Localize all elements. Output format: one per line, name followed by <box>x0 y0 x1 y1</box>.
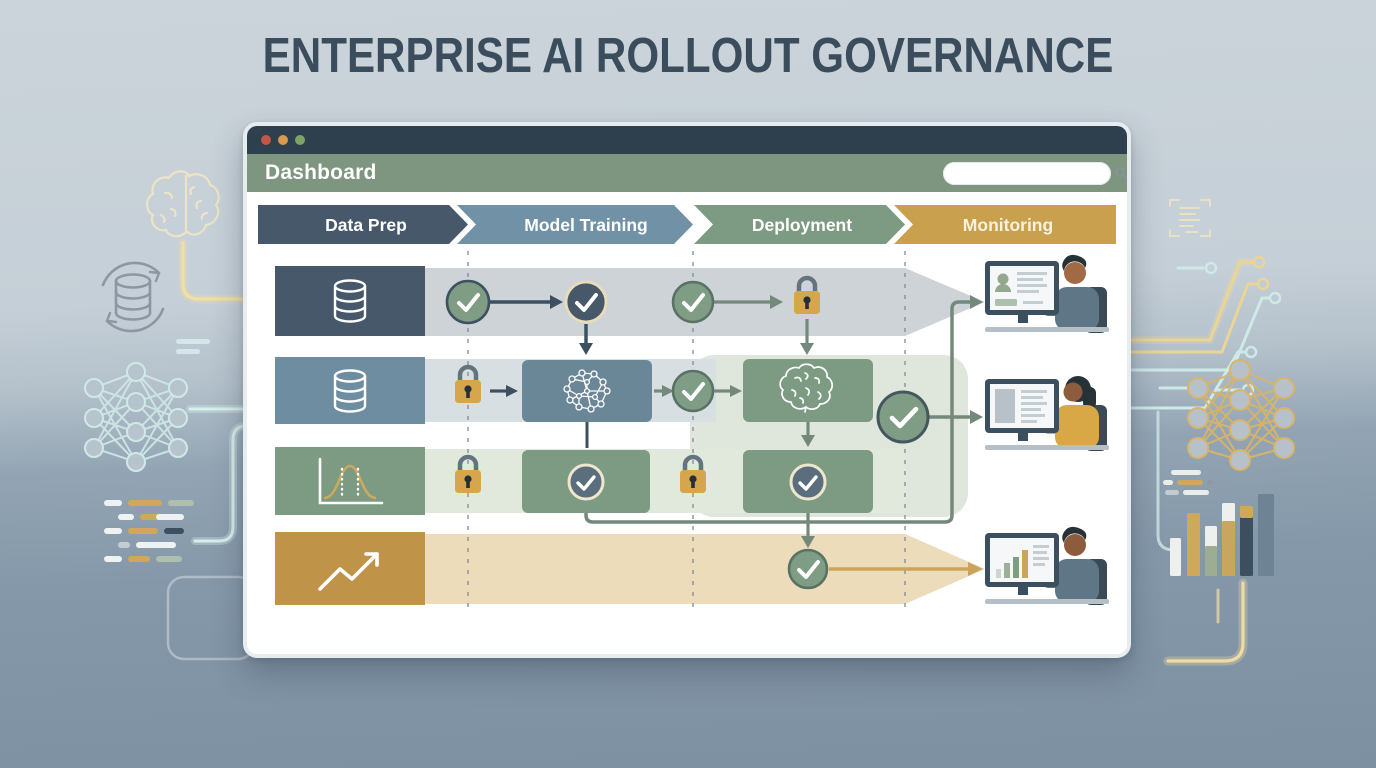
lock-icon <box>455 454 481 493</box>
lock-icon <box>455 364 481 403</box>
neural-network-icon <box>563 369 611 413</box>
neural-network-icon <box>1187 359 1295 471</box>
check-icon <box>564 280 608 324</box>
stage-chevron-model-training[interactable]: Model Training <box>457 205 693 244</box>
database-icon <box>333 279 367 323</box>
person-body <box>1055 559 1099 603</box>
search-icon <box>1114 166 1127 180</box>
faint-panel-outline <box>166 575 256 661</box>
gold-arrow <box>829 562 983 576</box>
scan-document-icon <box>1169 199 1211 237</box>
monitor-stand <box>1018 587 1028 595</box>
brain-icon <box>779 363 833 413</box>
arrow <box>490 385 518 397</box>
neural-network-box <box>522 360 652 422</box>
monitor-stand <box>1018 433 1028 441</box>
code-lines <box>104 500 194 562</box>
screen-document-content <box>995 389 1047 423</box>
analyst-workstation <box>985 254 1109 333</box>
person-head <box>1064 262 1086 284</box>
person-head <box>1063 382 1083 402</box>
data-sync-icon <box>101 261 165 333</box>
dashboard-title: Dashboard <box>265 161 377 184</box>
stage-label: Deployment <box>752 215 852 235</box>
analyst-workstation <box>985 376 1109 451</box>
lane-box-data-prep <box>275 266 425 336</box>
circled-check-box <box>743 450 873 513</box>
lane-box-model-training <box>275 357 425 424</box>
stage-label: Model Training <box>524 215 647 235</box>
check-icon <box>445 279 491 325</box>
arrow <box>714 385 742 397</box>
arrow <box>654 385 674 397</box>
connector-deploy-to-ws1 <box>584 295 983 524</box>
pipeline-content: Data Prep Model Training Deployment Moni… <box>247 192 1127 654</box>
check-icon <box>671 369 715 413</box>
arrow <box>489 295 563 309</box>
check-icon <box>798 475 818 491</box>
desk <box>985 445 1109 450</box>
arrow-down <box>801 513 815 548</box>
desk <box>985 599 1109 604</box>
search-input[interactable] <box>943 161 1114 185</box>
check-icon <box>671 280 715 324</box>
check-icon-large <box>876 390 930 444</box>
stage-chevron-deployment[interactable]: Deployment <box>694 205 905 244</box>
person-head <box>1064 534 1086 556</box>
dashboard-header: Dashboard <box>247 154 1127 192</box>
desk <box>985 327 1109 332</box>
gold-glow-line <box>1163 578 1248 666</box>
connector-bigcheck-to-ws2 <box>928 410 983 424</box>
traffic-light-minimize[interactable] <box>278 135 288 145</box>
person-hair-side <box>1083 387 1096 409</box>
stage-label: Monitoring <box>963 215 1053 235</box>
stage-chevron-monitoring[interactable]: Monitoring <box>894 205 1116 244</box>
person-hair <box>1062 254 1087 271</box>
arrow-down <box>801 422 815 447</box>
lane-box-deployment <box>275 447 425 515</box>
brain-outline-icon <box>145 170 220 238</box>
lock-icon <box>794 275 820 314</box>
person-body <box>1055 405 1099 449</box>
screen-profile-content <box>995 272 1047 306</box>
neural-network-icon <box>84 362 188 472</box>
traffic-light-zoom[interactable] <box>295 135 305 145</box>
person-hair <box>1062 526 1087 543</box>
pipeline-diagram: Data Prep Model Training Deployment Moni… <box>258 205 1116 613</box>
cyan-glow-line <box>186 405 250 545</box>
check-icon <box>576 475 596 491</box>
text-lines <box>176 339 210 354</box>
arrow <box>714 295 783 309</box>
arrow-down <box>579 324 593 355</box>
screen-chart-content <box>996 545 1049 578</box>
page-title: ENTERPRISE AI ROLLOUT GOVERNANCE <box>262 29 1114 83</box>
app-window: Dashboard <box>243 122 1131 658</box>
lane-box-monitoring <box>275 532 425 605</box>
bar-chart <box>1170 494 1274 576</box>
lock-icon <box>680 454 706 493</box>
monitor-stand <box>1018 315 1028 323</box>
stage-chevron-data-prep[interactable]: Data Prep <box>258 205 468 244</box>
bell-curve-icon <box>318 457 384 505</box>
person-body <box>1055 287 1099 331</box>
database-icon <box>333 369 367 413</box>
brain-box <box>743 359 873 422</box>
code-lines <box>1163 470 1213 495</box>
arrow-down <box>800 319 814 355</box>
trend-up-icon <box>318 552 379 591</box>
analyst-workstation <box>985 526 1109 605</box>
circuit-traces <box>1127 255 1282 552</box>
window-titlebar <box>247 126 1127 154</box>
gold-glow-line <box>178 238 251 304</box>
stage-label: Data Prep <box>325 215 407 235</box>
search-box[interactable] <box>943 161 1127 185</box>
circled-check-box <box>522 450 650 513</box>
traffic-light-close[interactable] <box>261 135 271 145</box>
check-icon <box>787 548 829 590</box>
lane-band-monitoring <box>425 534 985 604</box>
